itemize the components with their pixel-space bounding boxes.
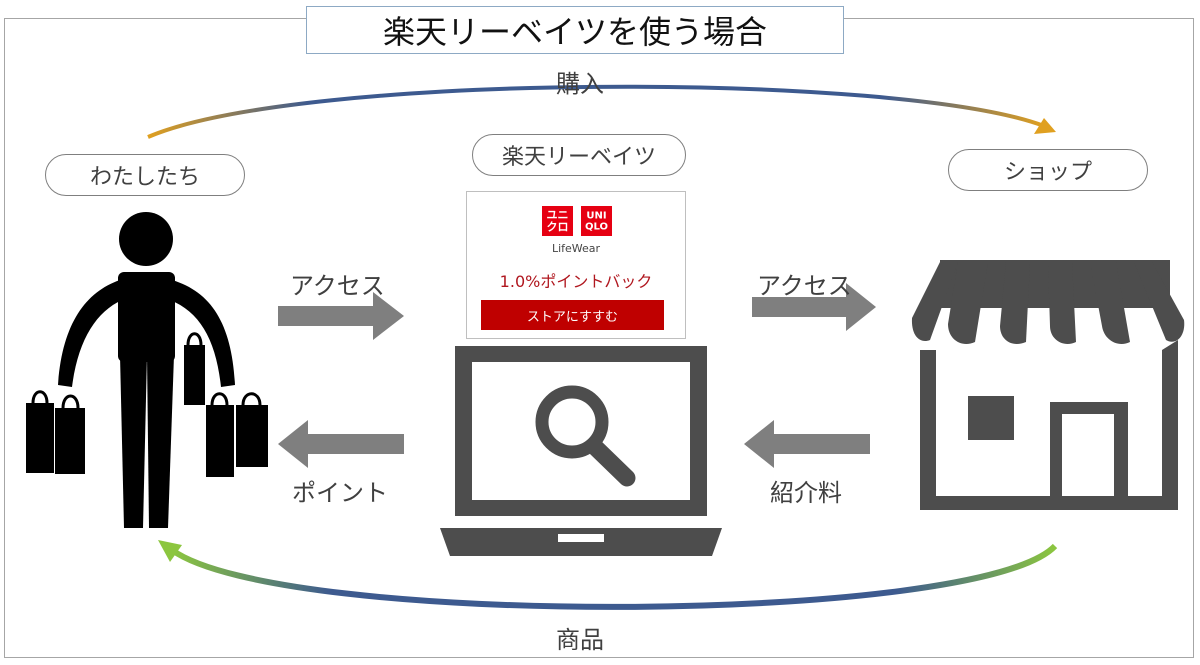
access-arrow-right bbox=[752, 283, 876, 331]
user-node-label: わたしたち bbox=[45, 154, 245, 196]
access-label-left: アクセス bbox=[290, 272, 385, 300]
shop-icon bbox=[911, 260, 1185, 510]
shopper-icon bbox=[26, 212, 268, 528]
goods-label: 商品 bbox=[556, 626, 604, 654]
logo-text-jp-top: ユニクロ bbox=[547, 209, 569, 234]
laptop-icon bbox=[440, 346, 722, 556]
shop-node-label: ショップ bbox=[948, 149, 1148, 191]
points-label: ポイント bbox=[292, 479, 388, 507]
go-to-store-button[interactable]: ストアにすすむ bbox=[481, 300, 664, 330]
purchase-curve bbox=[147, 84, 1056, 139]
rebates-node-label: 楽天リーベイツ bbox=[472, 134, 686, 176]
store-tagline: LifeWear bbox=[551, 242, 601, 255]
diagram-title: 楽天リーベイツを使う場合 bbox=[306, 6, 844, 54]
referral-fee-label: 紹介料 bbox=[770, 479, 842, 507]
referral-fee-arrow bbox=[744, 420, 870, 468]
search-icon bbox=[535, 385, 636, 487]
goods-curve bbox=[158, 540, 1058, 610]
purchase-label: 購入 bbox=[556, 70, 604, 98]
access-label-right: アクセス bbox=[757, 272, 852, 300]
points-arrow bbox=[278, 420, 404, 468]
access-arrow-left bbox=[278, 292, 404, 340]
pointback-rate: 1.0%ポイントバック bbox=[499, 272, 653, 291]
